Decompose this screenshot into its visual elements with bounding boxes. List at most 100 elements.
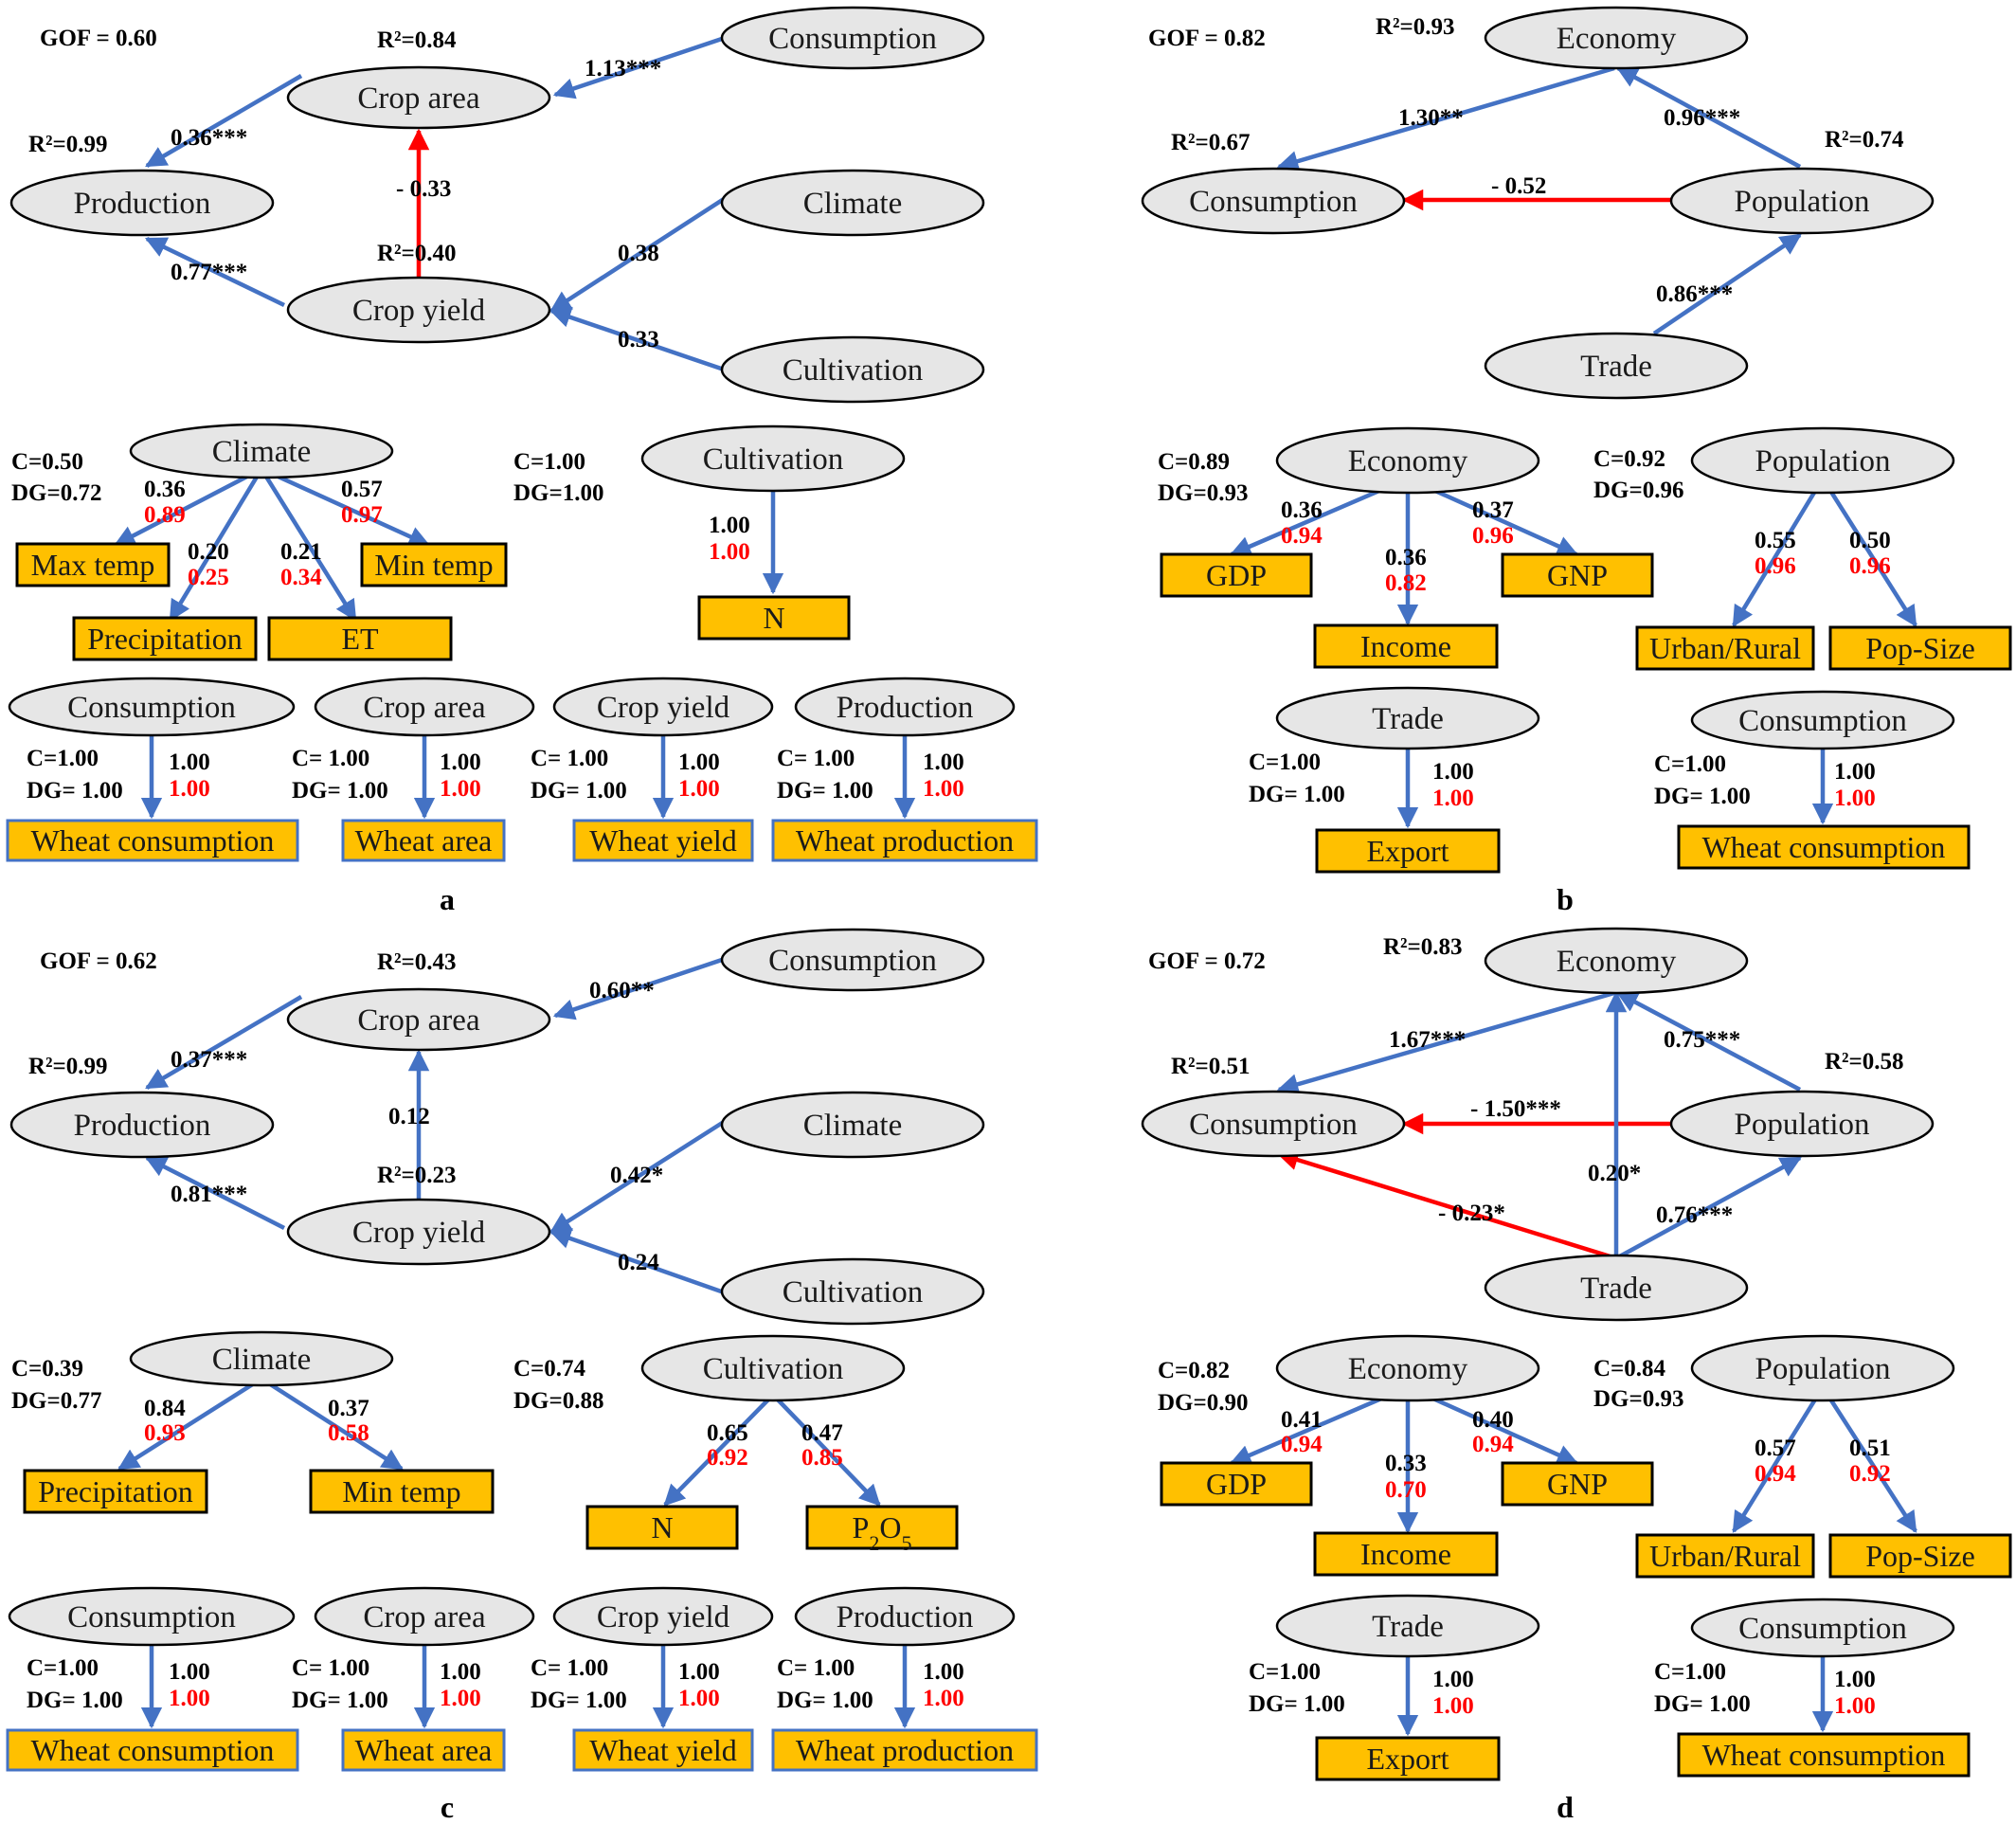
loading: 1.00 [709,513,750,538]
node-label: Production [74,1109,211,1143]
block-c: C=1.00 [1654,1659,1726,1685]
loading-arrow [169,467,263,622]
node-label: Population [1755,444,1890,479]
indicator-label: Wheat yield [589,823,736,858]
loading: 1.00 [169,1659,210,1685]
path-population-to-economy [1616,991,1802,1092]
loading: 1.00 [1432,759,1474,785]
node-label: Population [1734,1108,1869,1142]
latent-node-crop-area [286,987,551,1052]
single-block-consumption: Consumption Wheat consumption C=1.00 DG=… [6,1586,299,1772]
path-climate-to-crop-yield [549,197,726,313]
indicator-label: N [763,601,784,635]
path-coef: 0.96*** [1664,105,1740,131]
loading: 1.00 [1834,759,1876,785]
indicator-box [360,542,508,587]
weight: 0.94 [1755,1461,1796,1487]
path-trade-to-population [1652,233,1802,335]
indicator-label: Wheat consumption [31,823,275,858]
loading-arrow [260,1377,404,1471]
loading: 0.37 [328,1396,369,1421]
indicator-box [1501,1461,1654,1507]
latent-node [1690,1598,1955,1658]
single-block-production: Production Wheat production C= 1.00 DG= … [771,677,1038,862]
path-coef: 0.60** [589,978,655,1003]
weight: 1.00 [1432,1693,1474,1719]
loading: 1.00 [1834,1667,1876,1692]
block-c: C=0.89 [1158,449,1230,475]
weight: 1.00 [1432,786,1474,811]
panel-c: GOF = 0.62 Consumption Crop area Product… [6,928,1038,1824]
node-label: Cultivation [703,442,844,477]
indicator-label: Wheat yield [589,1733,736,1767]
path-coef: 0.86*** [1656,281,1733,307]
path-coef: - 0.33 [396,176,451,202]
block-c: C=0.50 [11,449,83,475]
weight: 1.00 [169,776,210,802]
latent-node-cultivation [640,1334,906,1402]
latent-node-economy [1484,927,1749,995]
loading: 0.50 [1849,528,1891,553]
path-trade-to-consumption [1276,1149,1617,1261]
weight: 1.00 [169,1686,210,1711]
block-c: C=0.74 [513,1356,586,1382]
block-c: C=1.00 [1249,749,1321,775]
path-climate-to-crop-yield [549,1120,726,1234]
r2-economy: R²=0.93 [1376,14,1455,40]
indicator-box [341,1728,506,1772]
weight: 0.97 [341,502,383,528]
loading-arrow [1821,477,1917,627]
loading-arrow [771,1393,881,1507]
weight: 0.70 [1385,1477,1427,1503]
indicator-label: Wheat area [355,1733,493,1767]
indicator-box [572,1728,754,1772]
path-cultivation-to-crop-yield [549,1228,725,1295]
loading-arrow [114,467,263,547]
indicator-label: GNP [1547,558,1608,592]
block-dg: DG= 1.00 [777,778,873,804]
loading: 1.00 [923,1659,964,1685]
weight: 1.00 [440,1686,481,1711]
latent-node-climate [720,1091,985,1159]
block-dg: DG= 1.00 [531,778,627,804]
panel-d: GOF = 0.72 Economy Consumption Populatio… [1141,927,2012,1824]
path-coef: 0.42* [610,1163,663,1188]
indicator-box [72,616,258,661]
block-c: C=0.84 [1593,1356,1666,1382]
block-dg: DG=0.93 [1158,480,1249,506]
block-dg: DG=0.93 [1593,1386,1684,1412]
weight: 1.00 [1834,786,1876,811]
node-label: Consumption [768,944,937,978]
indicator-label: GDP [1206,1467,1267,1501]
node-label: Crop area [357,81,480,116]
path-coef: 0.81*** [171,1182,247,1207]
node-label: Trade [1580,350,1652,384]
indicator-box [23,1469,208,1514]
path-coef: - 0.52 [1491,173,1546,199]
loading: 0.47 [801,1420,843,1446]
node-label: Trade [1372,1610,1444,1644]
indicator-box [585,1505,739,1550]
node-label: Consumption [1738,704,1907,738]
latent-node [1275,1594,1540,1658]
indicator-label: Urban/Rural [1649,1539,1801,1573]
block-dg: DG=0.96 [1593,478,1684,503]
loading: 1.00 [440,1659,481,1685]
single-block-production: Production Wheat production C= 1.00 DG= … [771,1586,1038,1772]
gof-label: GOF = 0.72 [1148,948,1266,974]
path-coef: - 1.50*** [1470,1096,1561,1122]
indicator-label: Pop-Size [1865,1539,1975,1573]
single-block-crop-area: Crop area Wheat area C= 1.00 DG= 1.00 1.… [292,677,535,862]
block-dg: DG= 1.00 [1654,784,1751,809]
indicator-label: Wheat consumption [31,1733,275,1767]
indicator-label: GDP [1206,558,1267,592]
path-crop-yield-to-production [144,236,285,308]
path-coef: 0.77*** [171,260,247,285]
panel-label: c [441,1790,454,1824]
node-label: Consumption [768,22,937,56]
single-block-consumption: Consumption Wheat consumption C=1.00 DG=… [1654,690,1971,870]
node-label: Production [837,1600,974,1634]
indicator-label: Max temp [31,548,155,582]
node-label: Economy [1557,22,1677,56]
weight: 0.96 [1849,553,1891,579]
